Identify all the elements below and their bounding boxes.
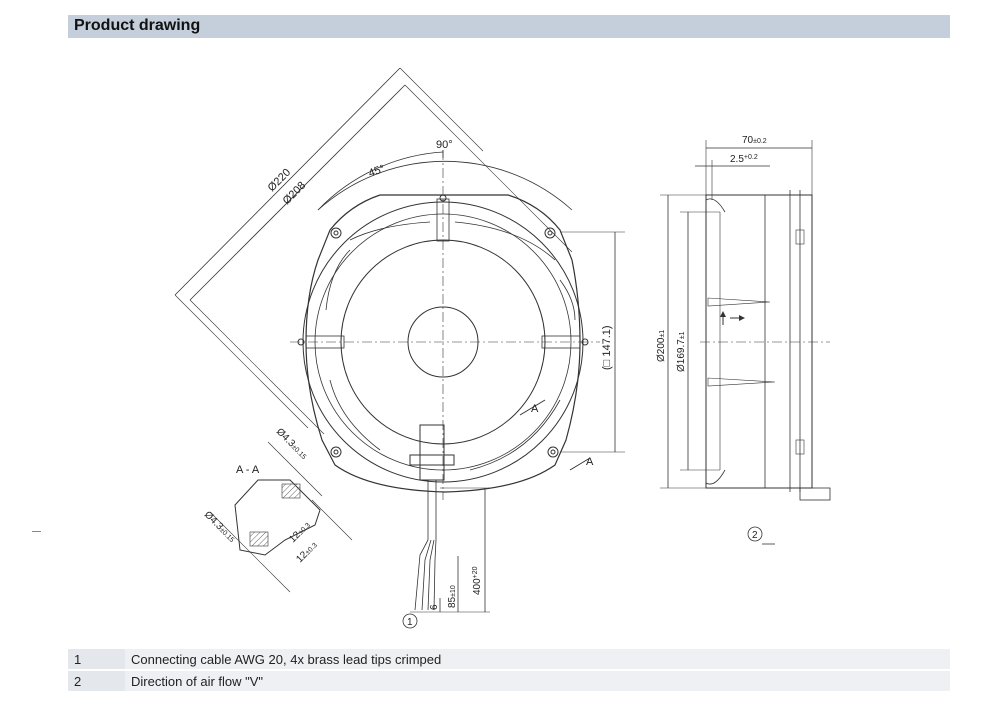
angle-90-label: 90° [436,139,453,151]
cable-strip-length-value: 85 [447,596,458,608]
cable-length-main-tol: +20 [472,566,479,578]
blade-6 [469,399,561,471]
blade-5 [329,379,381,451]
section-profile [234,479,321,556]
housing-outline [305,194,581,493]
side-body [705,194,813,489]
inner-height-value: Ø169.7 [676,339,687,372]
side-view [660,140,831,545]
depth-inner: 12±0.3 [287,520,312,545]
blade-1 [349,221,431,241]
legend-row: 2 Direction of air flow "V" [68,671,950,691]
inner-height: Ø169.7±1 [676,331,687,372]
blade-4 [559,279,576,321]
section-view [209,441,353,593]
outer-height-value: Ø200 [656,337,667,362]
angle-arc-45 [317,151,444,211]
outer-height-tol: ±1 [659,330,666,338]
width-total-value: 70 [742,135,754,146]
mount-hole-tr [544,227,556,239]
flange-offset-value: 2.5 [730,154,744,165]
inner-height-tol: ±1 [679,331,686,339]
blade-2 [454,221,556,261]
depth-outer-tol: ±0.3 [304,542,319,557]
width-total: 70±0.2 [742,135,767,146]
legend-table: 1 Connecting cable AWG 20, 4x brass lead… [68,647,950,693]
section-marker-upper: A [531,403,539,415]
cable-gland [419,424,445,481]
dim-line-220 [174,67,401,296]
cable [427,480,437,540]
outer-height: Ø200±1 [656,330,667,362]
margin-tick [32,531,41,532]
legend-text: Connecting cable AWG 20, 4x brass lead t… [125,649,950,669]
hole-dia-upper: Ø4.3±0.15 [274,426,310,462]
callout-1-circle [402,613,418,629]
legend-number: 1 [68,649,125,669]
callout-1-label: 1 [407,617,413,628]
blade-3 [325,249,351,311]
depth-outer: 12±0.3 [294,540,319,565]
cable-strip-length: 85±10 [447,585,458,608]
side-blade-2 [707,377,776,387]
callout-2-circle [747,526,763,542]
section-marker-lower: A [586,456,594,468]
square-dim-label: (□ 147.1) [601,325,613,370]
cable-length-main-value: 400 [472,578,483,595]
page-title: Product drawing [74,17,201,34]
hole-dia-lower: Ø4.3±0.15 [202,509,238,545]
depth-inner-tol: ±0.3 [297,522,312,537]
product-drawing: Ø220 Ø208 90° 45° (□ 147.1) A A 400+20 8… [174,67,831,629]
legend-number: 2 [68,671,125,691]
callout-2-label: 2 [752,530,758,541]
front-view [174,67,625,629]
flange-offset-tol: +0.2 [744,154,758,161]
legend-text: Direction of air flow "V" [125,671,950,691]
dim-line-208 [189,84,406,301]
width-total-tol: ±0.2 [753,138,767,145]
hole-dia-lower-tol: ±0.15 [218,527,235,544]
cable-strip-length-tol: ±10 [450,585,457,597]
mount-hole-bl [330,446,342,458]
hole-dia-upper-tol: ±0.15 [290,444,307,461]
cable-length-main: 400+20 [472,566,483,595]
cable-tip-length: 6 [429,604,440,610]
mount-hole-br [547,446,559,458]
mount-hole-tl [330,227,342,239]
side-blade-1 [707,297,771,307]
angle-arc-90 [317,161,573,211]
flange-offset: 2.5+0.2 [730,154,758,165]
legend-row: 1 Connecting cable AWG 20, 4x brass lead… [68,649,950,669]
header-bar: Product drawing [68,15,950,38]
angle-45-label: 45° [367,163,387,180]
section-title: A - A [236,464,260,476]
